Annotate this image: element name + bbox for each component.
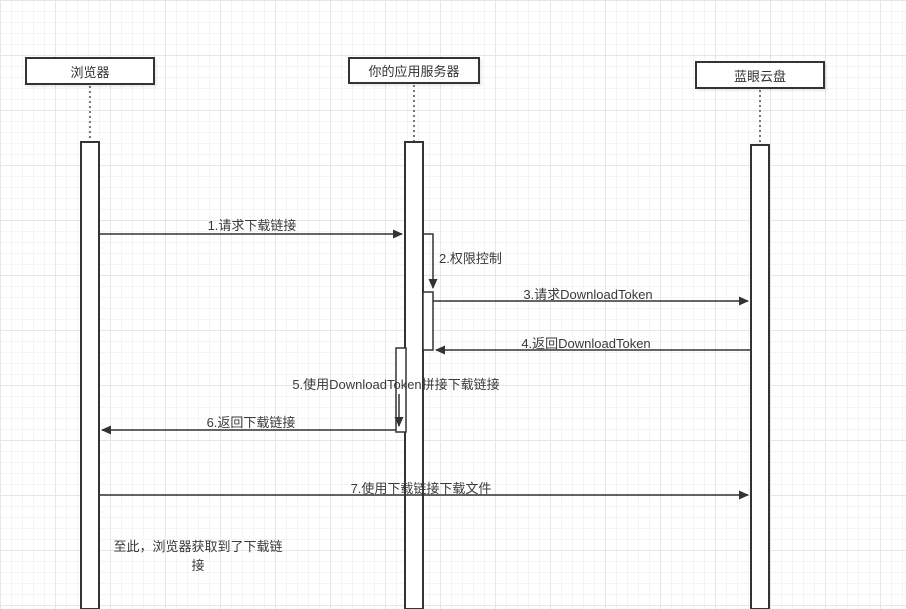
message-2-self-arrow	[424, 233, 438, 289]
activation-bar-browser	[80, 141, 100, 609]
participant-label-cloud-disk: 蓝眼云盘	[733, 68, 786, 84]
message-3-label: 3.请求DownloadToken	[523, 287, 653, 302]
participant-box-cloud-disk: 蓝眼云盘	[695, 61, 825, 89]
message-1-label: 1.请求下载链接	[207, 218, 297, 233]
message-6-label: 6.返回下载链接	[206, 415, 296, 430]
message-5-label: 5.使用DownloadToken拼接下载链接	[292, 377, 500, 392]
message-2-label: 2.权限控制	[439, 251, 502, 266]
diagram-note: 至此，浏览器获取到了下载链接	[113, 539, 283, 573]
participant-box-browser: 浏览器	[25, 57, 155, 85]
participant-box-app-server: 你的应用服务器	[348, 57, 480, 84]
activation-bar-cloud-disk	[750, 144, 770, 609]
participant-label-browser: 浏览器	[70, 64, 110, 80]
activation-bar-app-server	[404, 141, 424, 609]
message-7-label: 7.使用下载链接下载文件	[350, 481, 492, 496]
message-4-label: 4.返回DownloadToken	[521, 336, 651, 351]
nested-activation-token-request	[422, 291, 434, 351]
participant-label-app-server: 你的应用服务器	[368, 64, 460, 79]
